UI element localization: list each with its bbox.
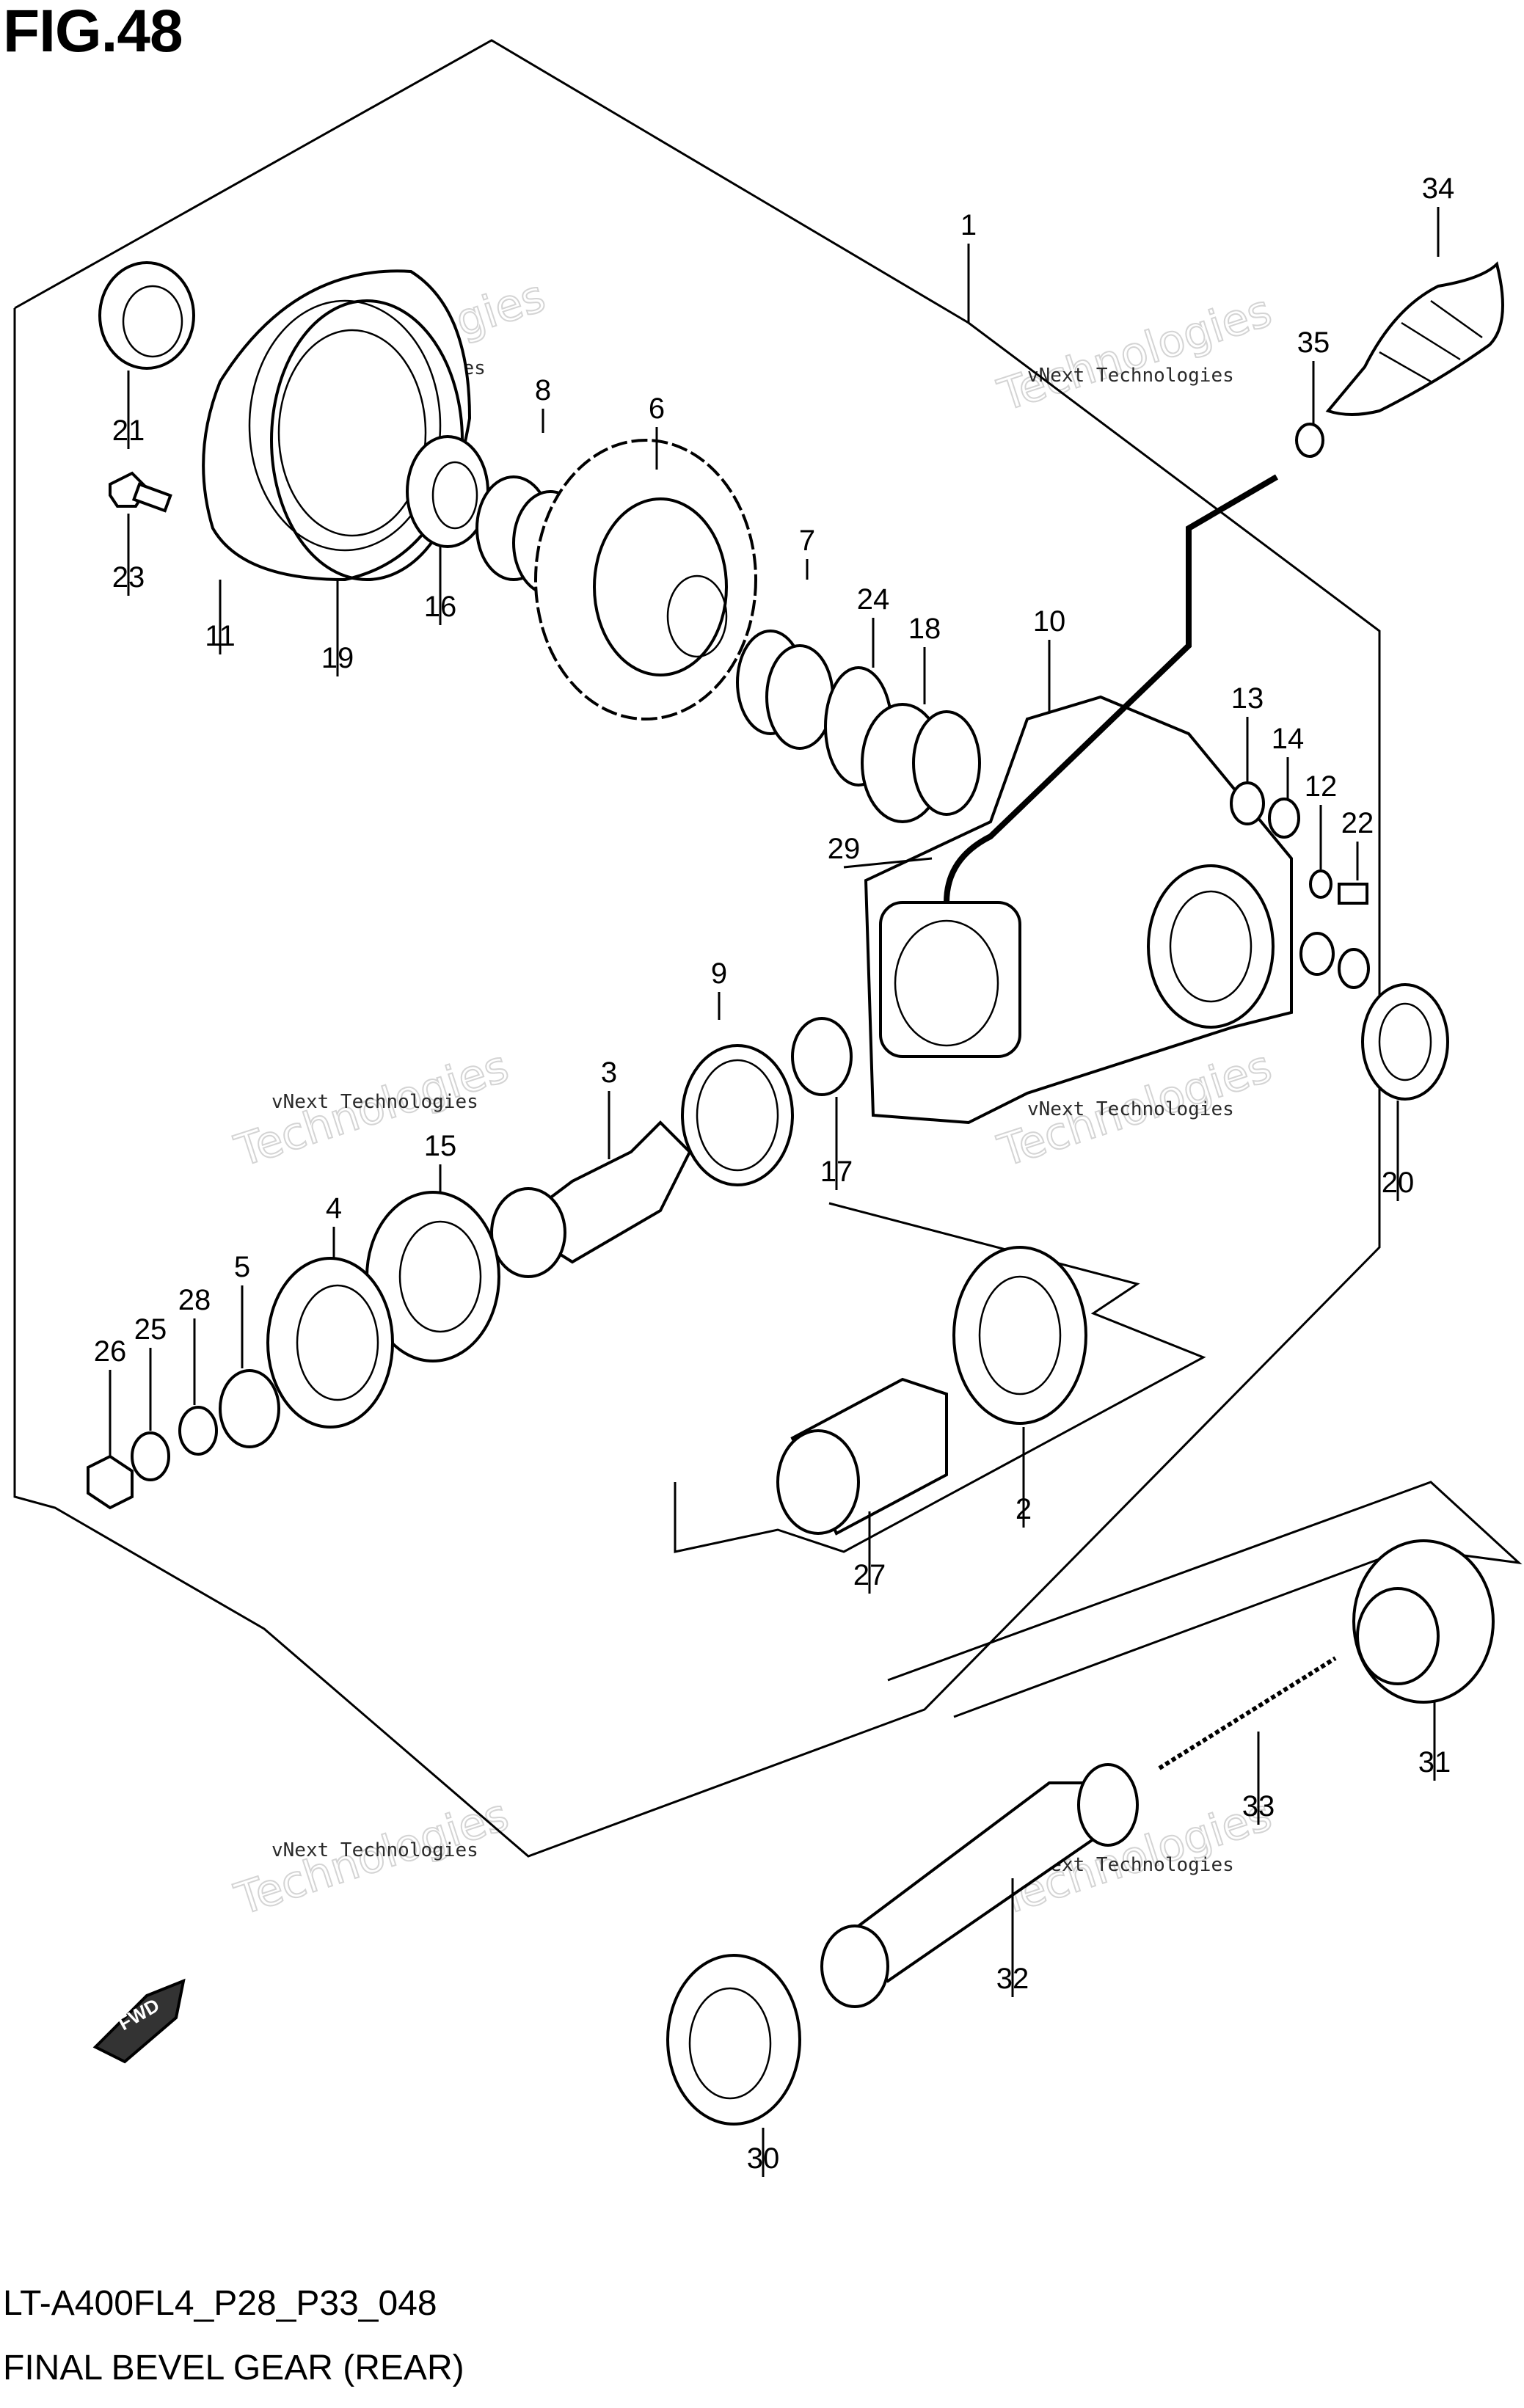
bearing-icon xyxy=(861,703,981,823)
part-ref-4: 4 xyxy=(326,1192,342,1225)
part-ref-24: 24 xyxy=(857,583,890,616)
washer-icon xyxy=(1309,869,1332,899)
part-ref-17: 17 xyxy=(820,1156,853,1188)
part-ref-8: 8 xyxy=(535,374,551,406)
washer-icon xyxy=(178,1406,218,1456)
part-ref-13: 13 xyxy=(1231,682,1264,715)
watermark-text: vNext Technologies xyxy=(1027,1098,1234,1120)
shim-icon xyxy=(681,1044,794,1186)
part-ref-3: 3 xyxy=(601,1057,617,1089)
part-ref-12: 12 xyxy=(1305,770,1338,803)
part-ref-30: 30 xyxy=(747,2142,780,2175)
part-ref-11: 11 xyxy=(205,620,236,652)
part-ref-18: 18 xyxy=(908,613,941,645)
needle-bearing-icon xyxy=(791,1017,853,1096)
coupling-icon xyxy=(776,1377,948,1536)
part-ref-26: 26 xyxy=(94,1335,127,1368)
propeller-shaft-icon xyxy=(820,1763,1139,2008)
watermark-logo: Technologies xyxy=(992,285,1277,422)
part-ref-15: 15 xyxy=(424,1130,457,1162)
part-ref-16: 16 xyxy=(424,591,457,623)
part-ref-31: 31 xyxy=(1418,1746,1451,1778)
figure-title: FIG.48 xyxy=(3,0,183,65)
part-ref-9: 9 xyxy=(711,957,727,990)
spacer-icon xyxy=(219,1369,280,1448)
part-ref-10: 10 xyxy=(1033,605,1066,638)
part-ref-28: 28 xyxy=(178,1284,211,1316)
part-ref-6: 6 xyxy=(649,393,665,425)
watermark-text: vNext Technologies xyxy=(1027,365,1234,387)
oil-seal-icon xyxy=(952,1246,1087,1425)
part-ref-33: 33 xyxy=(1242,1790,1275,1823)
reference-callouts: 1234567891011121314151617181920212223242… xyxy=(94,172,1455,2177)
plug-icon xyxy=(1268,798,1300,839)
part-ref-23: 23 xyxy=(112,561,145,594)
pinion-gear-icon xyxy=(490,1120,692,1278)
assembly-outline xyxy=(13,39,1381,1858)
part-ref-1: 1 xyxy=(960,209,977,241)
breather-hose-icon xyxy=(944,474,1279,903)
subassembly-bracket-shaft xyxy=(887,1481,1523,1718)
bolt-icon xyxy=(109,471,172,513)
part-ref-35: 35 xyxy=(1297,326,1330,359)
nut-icon xyxy=(87,1454,134,1510)
part-ref-2: 2 xyxy=(1016,1493,1032,1525)
watermark-text: vNext Technologies xyxy=(271,1839,478,1861)
shim-icon xyxy=(736,630,834,750)
fwd-arrow-icon: FWD xyxy=(92,1978,186,2064)
oil-seal-icon xyxy=(98,261,195,370)
part-ref-14: 14 xyxy=(1272,723,1305,755)
washer-icon xyxy=(131,1431,170,1481)
callout-leader-line xyxy=(843,857,933,869)
oil-seal-icon xyxy=(1361,983,1449,1101)
part-ref-22: 22 xyxy=(1341,807,1374,839)
bearing-icon xyxy=(266,1257,394,1429)
gasket-icon xyxy=(1230,781,1265,825)
part-ref-19: 19 xyxy=(321,642,354,674)
part-ref-27: 27 xyxy=(853,1559,886,1591)
subassembly-bracket-lower xyxy=(674,1202,1206,1553)
part-ref-21: 21 xyxy=(112,415,145,447)
watermark-text: vNext Technologies xyxy=(271,1091,478,1113)
gear-case-icon xyxy=(864,695,1293,1125)
part-ref-34: 34 xyxy=(1422,172,1455,205)
clamp-icon xyxy=(1295,423,1324,458)
bevel-gear-icon xyxy=(534,439,757,720)
figure-code: LT-A400FL4_P28_P33_048 xyxy=(3,2284,437,2323)
boot-icon xyxy=(1325,261,1504,416)
spring-seat-icon xyxy=(1352,1539,1495,1704)
part-ref-25: 25 xyxy=(134,1313,167,1346)
oil-seal-icon xyxy=(666,1954,801,2126)
spring-icon xyxy=(1158,1656,1337,1770)
part-ref-7: 7 xyxy=(799,525,815,557)
part-ref-29: 29 xyxy=(828,833,861,865)
plug-icon xyxy=(1338,948,1370,989)
gasket-icon xyxy=(1299,932,1335,976)
part-ref-32: 32 xyxy=(996,1963,1029,1995)
bolt-icon xyxy=(1338,883,1368,905)
part-ref-5: 5 xyxy=(234,1251,250,1283)
figure-name: FINAL BEVEL GEAR (REAR) xyxy=(3,2349,464,2387)
part-ref-20: 20 xyxy=(1382,1167,1415,1199)
